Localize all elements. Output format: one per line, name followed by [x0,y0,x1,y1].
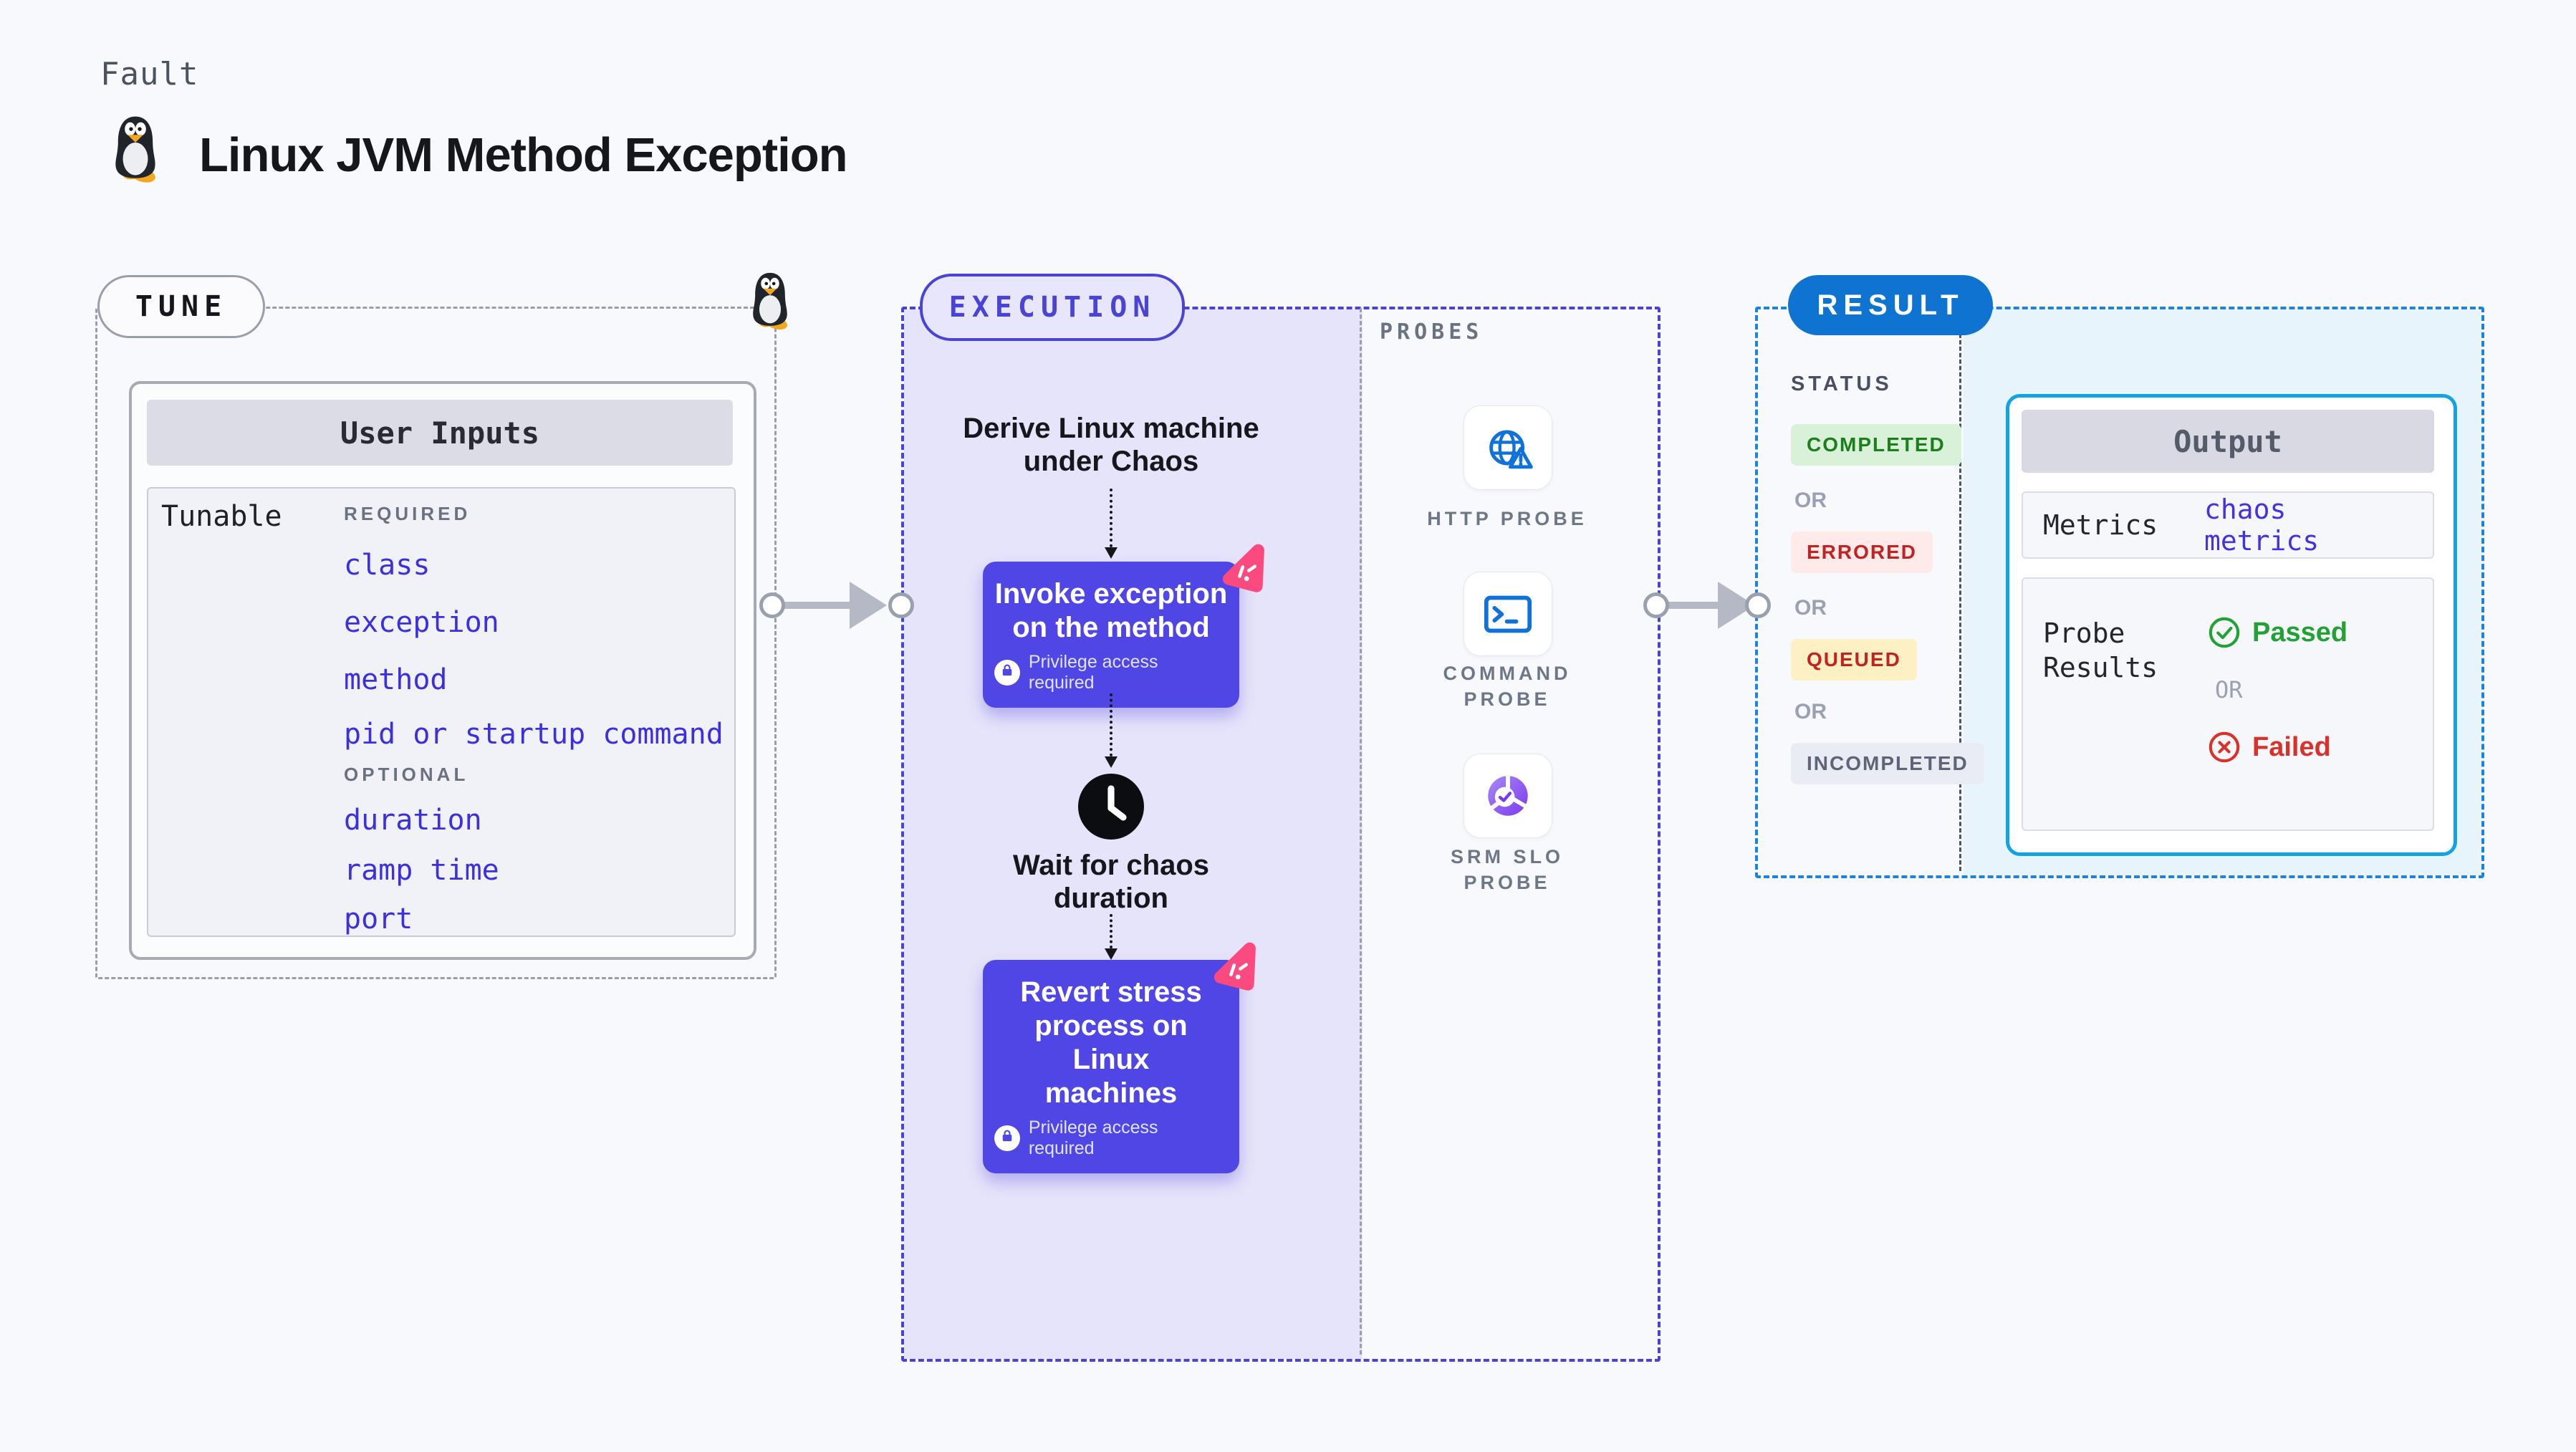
metrics-row: Metrics chaos metrics [2022,491,2434,559]
optional-section-label: OPTIONAL [344,764,469,785]
probe-results-row: Probe Results Passed OR Failed [2022,577,2434,831]
dotted-arrow-head [1105,547,1118,559]
result-badge: RESULT [1788,275,1993,335]
command-probe-card[interactable] [1464,572,1552,656]
probe-results-values: Passed OR Failed [2208,616,2347,764]
tune-badge: TUNE [97,275,265,338]
privilege-note-row: Privilege access required [994,1117,1228,1159]
srm-slo-probe-label: SRM SLO PROBE [1450,846,1564,893]
dotted-arrow-down [1110,914,1112,948]
probe-results-label: Probe Results [2043,617,2158,683]
lock-icon [994,660,1020,686]
execution-section-box [901,307,1661,1362]
status-badge-completed: COMPLETED [1791,424,1961,466]
privilege-note: Privilege access required [1028,1117,1158,1158]
revert-card-title-line: machines [1044,1077,1178,1109]
tune-section-box [95,307,777,979]
check-circle-icon [2208,616,2241,649]
tunable-link-class[interactable]: class [344,549,431,582]
chaos-experiment-icon [1213,538,1273,598]
connector-endpoint [1745,592,1771,618]
status-column-label: STATUS [1791,372,1893,395]
linux-tux-corner-icon [753,272,789,332]
srm-slo-probe-card[interactable] [1464,754,1552,838]
page-title: Linux JVM Method Exception [199,128,848,182]
dotted-arrow-head [1105,756,1118,768]
chaos-experiment-icon [1204,936,1264,996]
tunable-link-exception[interactable]: exception [344,606,499,639]
tunable-link-port[interactable]: port [344,903,413,936]
or-separator: OR [2215,676,2243,703]
tunable-link-duration[interactable]: duration [344,804,482,837]
status-badge-errored: ERRORED [1791,532,1933,573]
fault-kicker: Fault [100,56,199,92]
wait-step-text: Wait for chaos duration [1012,850,1210,914]
lock-icon [994,1125,1020,1151]
connector-endpoint [1643,592,1669,618]
result-status-divider [1959,308,1961,871]
invoke-exception-card[interactable]: Invoke exception on the method Privilege… [983,562,1239,708]
passed-line: Passed [2208,616,2347,649]
x-circle-icon [2208,731,2241,764]
or-separator: OR [1794,700,1827,723]
http-probe-icon [1480,424,1536,471]
execution-probes-divider [1360,308,1362,1355]
execution-badge: EXECUTION [920,274,1185,341]
revert-card-title-line: process on Linux [1034,1010,1188,1075]
privilege-note-row: Privilege access required [994,652,1228,693]
metrics-value-link[interactable]: chaos metrics [2204,494,2320,557]
tunable-row-label: Tunable [161,500,282,533]
revert-stress-card[interactable]: Revert stress process on Linux machines … [983,960,1239,1173]
dotted-arrow-down [1110,693,1112,756]
invoke-card-title-line: Invoke exception [994,578,1228,610]
invoke-card-title-line: on the method [1012,612,1210,643]
failed-line: Failed [2208,731,2347,764]
clock-icon [1077,772,1145,841]
or-separator: OR [1794,489,1827,512]
dotted-arrow-head [1105,948,1118,960]
output-header: Output [2022,410,2434,473]
passed-label: Passed [2252,617,2348,648]
user-inputs-header: User Inputs [147,400,733,466]
tune-to-execution-connector [772,602,854,609]
status-badge-queued: QUEUED [1791,639,1917,681]
revert-card-title-line: Revert stress [1020,976,1202,1008]
or-separator: OR [1794,596,1827,620]
command-probe-icon [1482,590,1534,639]
tunable-link-method[interactable]: method [344,663,448,696]
metrics-label: Metrics [2043,509,2158,541]
execution-flow-background [904,309,1363,1359]
linux-tux-icon [115,116,157,185]
dotted-arrow-down [1110,489,1112,547]
http-probe-label: HTTP PROBE [1427,508,1587,529]
http-probe-card[interactable] [1464,405,1552,490]
tunable-link-ramp-time[interactable]: ramp time [344,854,499,887]
status-badge-incompleted: INCOMPLETED [1791,743,1984,784]
tunable-link-pid-or-startup-command[interactable]: pid or startup command [344,718,724,751]
arrow-right-icon [850,582,887,629]
probes-section-label: PROBES [1380,319,1484,345]
execution-to-result-connector [1655,602,1724,609]
privilege-note: Privilege access required [1028,652,1158,693]
command-probe-label: COMMAND PROBE [1443,663,1572,710]
connector-endpoint [759,592,785,618]
failed-label: Failed [2252,731,2331,762]
user-inputs-body [147,487,736,937]
derive-step-text: Derive Linux machine under Chaos [963,413,1259,477]
connector-endpoint [888,592,914,618]
required-section-label: REQUIRED [344,503,471,524]
srm-slo-probe-icon [1481,771,1535,821]
